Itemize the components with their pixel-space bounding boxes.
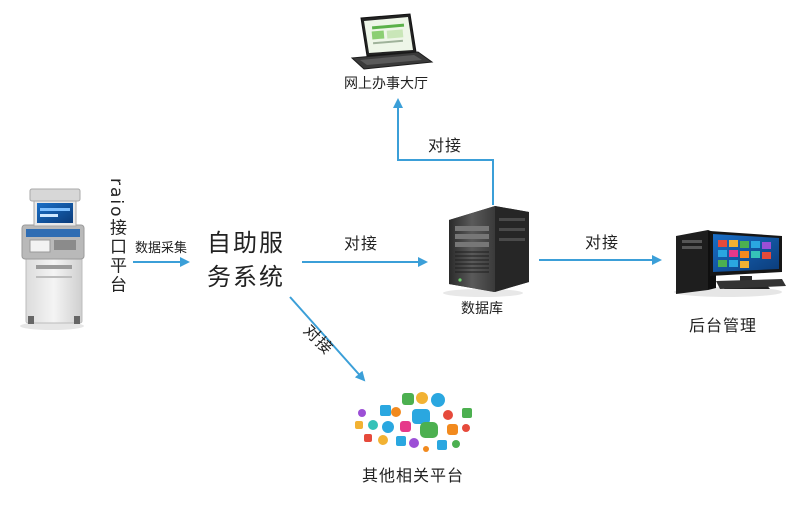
self-service-system-node: 自助服 务系统 xyxy=(207,226,285,294)
data-collection-label: 数据采集 xyxy=(135,241,188,256)
app-cluster-icon xyxy=(355,392,472,452)
database-label: 数据库 xyxy=(461,301,503,317)
db-to-online-label: 对接 xyxy=(428,136,463,155)
arrow-database-to-online-hall xyxy=(393,98,494,205)
desktop-computer-icon xyxy=(674,230,786,297)
desktop-tiles xyxy=(718,240,771,268)
server-tower-icon xyxy=(443,206,529,297)
raio-interface-label: raio接口平台 xyxy=(106,178,126,295)
db-to-backend-label: 对接 xyxy=(585,233,620,252)
system-to-db-label: 对接 xyxy=(344,234,379,253)
self-service-system-line2: 务系统 xyxy=(207,263,285,291)
self-service-kiosk-icon xyxy=(20,188,85,330)
laptop-icon xyxy=(350,13,434,70)
arrow-system-to-other-platforms xyxy=(289,296,366,382)
online-hall-label: 网上办事大厅 xyxy=(344,76,428,92)
backend-label: 后台管理 xyxy=(689,316,758,335)
other-platforms-label: 其他相关平台 xyxy=(362,466,465,485)
self-service-system-line1: 自助服 xyxy=(207,229,285,257)
